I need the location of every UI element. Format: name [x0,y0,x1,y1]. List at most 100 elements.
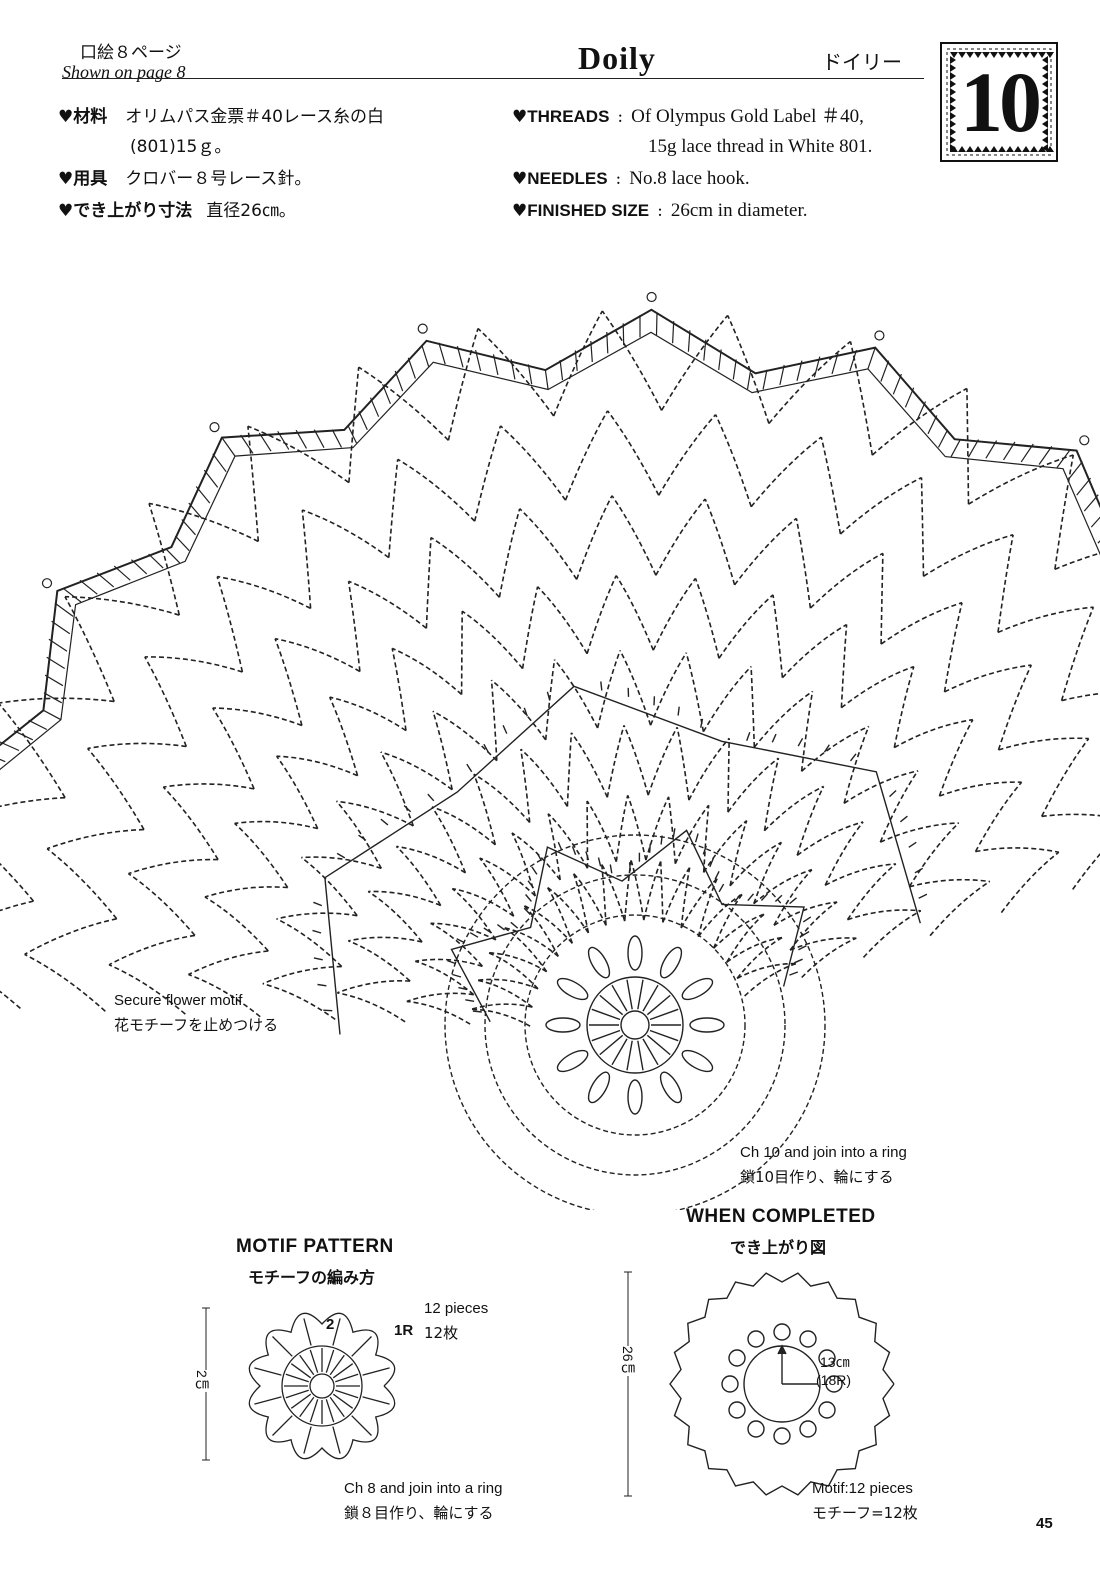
stitch-tick [700,718,704,728]
motif-pieces-en: 12 pieces [424,1300,489,1317]
flower-spoke [591,1008,621,1021]
border-stitch-tick [762,369,768,390]
spec-value: 直径26㎝。 [206,201,296,221]
chain-mesh-line [188,973,261,1018]
border-stitch-tick [258,432,272,452]
picot-icon [1079,435,1090,446]
stitch-tick [794,958,803,964]
chain-mesh-line [546,886,590,934]
ring-note-en: Ch 10 and join into a ring [740,1144,907,1161]
chain-mesh-line [163,783,255,790]
border-stitch-tick [559,360,564,381]
border-stitch-tick [892,373,902,395]
flower-spoke [611,1038,628,1066]
chain-mesh-line [662,866,691,923]
chain-mesh-line [750,666,756,748]
chain-mesh-line [471,1003,533,1011]
lace-scallop-icon [1038,146,1046,152]
motif-stitch [325,1349,335,1373]
lace-scallop-icon [982,146,990,152]
flower-spoke [599,994,624,1016]
chain-mesh-line [380,751,415,827]
border-stitch-tick [1083,494,1099,512]
flower-chain-ring [444,834,826,1210]
spec-value: クロバー８号レース針。 [125,169,312,189]
flower-chain-ring [524,914,746,1136]
chain-mesh-line [328,696,359,776]
border-stitch-tick [113,565,131,581]
lace-scallop-icon [950,136,956,144]
border-stitch-tick [796,360,803,381]
chain-mesh-line [452,887,515,917]
chain-mesh-line [547,813,561,881]
flower-petal-icon [689,1017,725,1033]
chain-mesh-line [750,436,822,508]
chain-mesh-line [944,664,1032,693]
chain-mesh-line [148,503,181,616]
when-completed-subtitle: でき上がり図 [730,1238,827,1257]
lace-scallop-icon [1014,52,1022,58]
chain-mesh-line [358,366,449,441]
motif-petal-stitch [362,1396,390,1405]
flower-spoke [626,979,633,1010]
border-stitch-tick [813,356,821,378]
chain-mesh-line [727,757,779,813]
lace-scallop-icon [950,144,956,152]
border-stitch-tick [527,364,533,385]
spec-label: 用具 [73,169,108,188]
chain-mesh-line [431,806,496,846]
spec-value: Of Olympus Gold Label ＃40, [631,106,864,127]
motif-stitch [335,1389,359,1399]
chain-mesh-line [623,860,632,922]
flower-petal-icon [627,935,643,971]
picot-icon [646,291,657,303]
star-band-inner [450,829,805,1023]
pattern-number: 10 [960,54,1042,150]
picot-icon [209,422,220,433]
chain-mesh-line [498,508,521,598]
border-stitch-tick [456,346,464,368]
stitch-tick [523,707,528,717]
chain-mesh-line [86,747,145,831]
chain-mesh-line [704,498,736,586]
flower-spoke [611,984,628,1012]
flower-petal-icon [659,1071,683,1104]
border-stitch-tick [181,519,196,536]
lace-scallop-icon [1030,146,1038,152]
heart-icon: ♥ [58,169,74,189]
chain-mesh-line [975,847,1059,853]
border-stitch-tick [221,437,236,457]
chain-mesh-line [847,909,921,921]
stitch-tick [313,901,323,907]
lace-scallop-icon [950,96,956,104]
lace-scallop-icon [990,146,998,152]
border-stitch-tick [1056,449,1071,468]
border-stitch-tick [46,656,66,670]
motif-pattern-title: MOTIF PATTERN [236,1236,394,1257]
chain-mesh-line [840,665,915,709]
title-underline [62,78,924,79]
stitch-tick [746,732,751,741]
stitch-tick [823,744,830,753]
lace-scallop-icon [950,64,956,72]
chain-mesh-line [368,890,442,907]
chain-mesh-line [789,901,838,951]
flower-inner-ring [586,976,684,1074]
chain-mesh-line [335,800,383,869]
chain-mesh-line [619,650,652,726]
lace-scallop-icon [998,146,1006,152]
spec-separator: : [617,107,624,127]
completed-motif-icon [818,1401,836,1419]
chain-mesh-line [839,476,922,535]
chain-mesh-line [108,964,186,1015]
flower-spoke [642,1038,659,1066]
border-stitch-tick [188,502,203,520]
completed-motif-icon [773,1427,791,1445]
border-stitch-tick [174,535,190,552]
border-stitch-tick [48,638,68,652]
motif-stitch [325,1399,335,1423]
flower-spoke [646,1034,671,1056]
border-stitch-tick [43,709,62,721]
chain-mesh-line [329,696,407,732]
stitch-tick [427,793,435,802]
